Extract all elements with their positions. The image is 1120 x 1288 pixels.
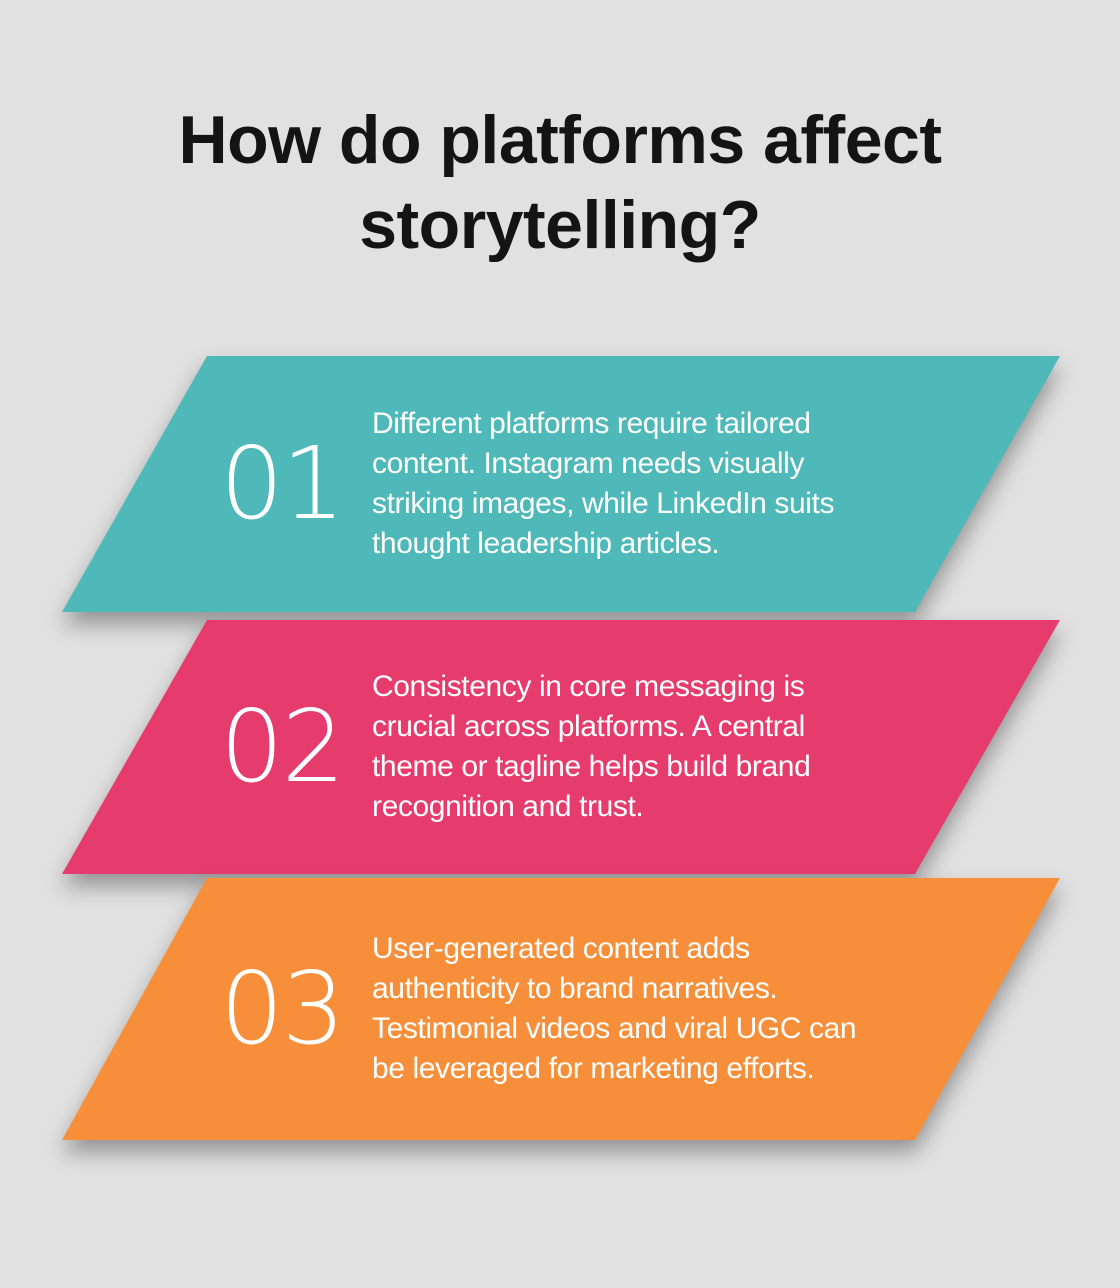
step-3-shadow: [62, 878, 1060, 1140]
step-2-band: 02 Consistency in core messaging is cruc…: [62, 620, 1060, 874]
step-1-description: Different platforms require tailored con…: [372, 407, 835, 560]
page-title: How do platforms affect storytelling?: [178, 102, 943, 263]
step-2-description: Consistency in core messaging is crucial…: [372, 670, 811, 823]
step-3-number: 03: [220, 950, 345, 1067]
step-1-number: 01: [220, 425, 345, 542]
step-1-parallelogram: [62, 356, 1060, 612]
step-1-band: 01 Different platforms require tailored …: [62, 356, 1060, 612]
step-3-description: User-generated content adds authenticity…: [372, 932, 857, 1085]
step-3-parallelogram: [62, 878, 1060, 1140]
step-2-number: 02: [220, 688, 345, 805]
step-2-shadow: [62, 620, 1060, 874]
step-1-shadow: [62, 356, 1060, 612]
step-2-parallelogram: [62, 620, 1060, 874]
step-3-band: 03 User-generated content adds authentic…: [62, 878, 1060, 1140]
